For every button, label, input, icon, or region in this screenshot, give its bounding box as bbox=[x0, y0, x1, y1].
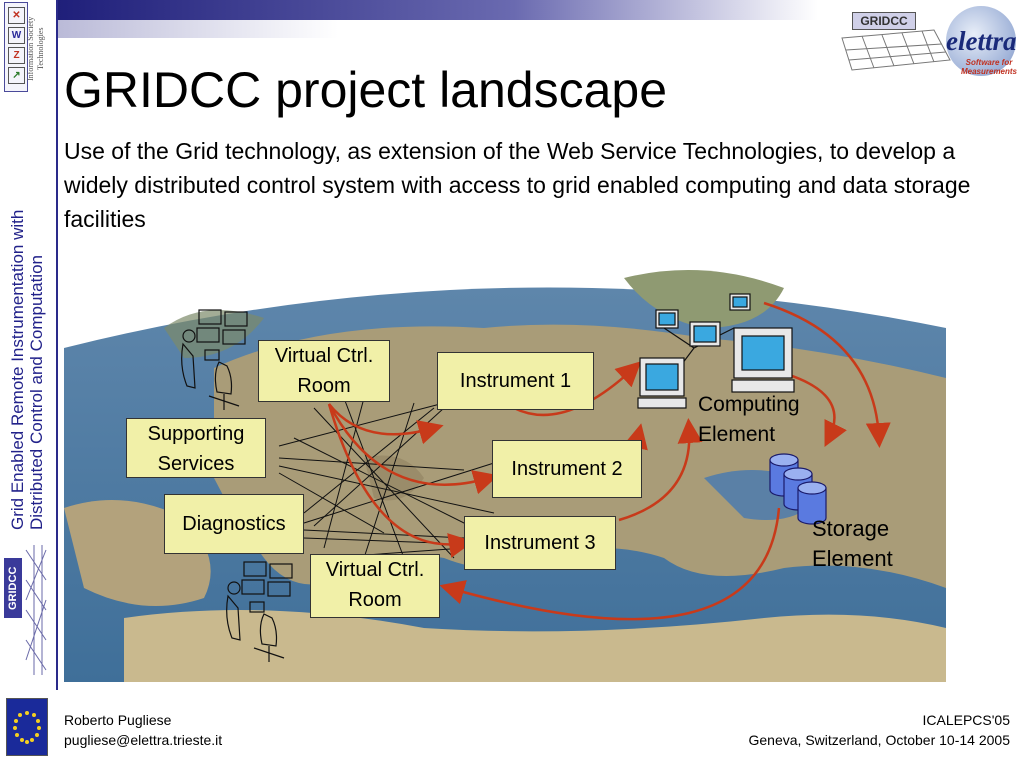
europe-map-diagram: Virtual Ctrl. Room Instrument 1 Supporti… bbox=[64, 258, 946, 682]
ist-logo-icon-1: ✕ bbox=[8, 7, 25, 24]
gridcc-logo-text: GRIDCC bbox=[852, 12, 916, 30]
operator-figure-icon-bottom bbox=[226, 561, 293, 662]
gridcc-logo: GRIDCC bbox=[838, 8, 956, 72]
elettra-globe-icon bbox=[946, 6, 1016, 76]
instrument-2-box: Instrument 2 bbox=[492, 440, 642, 498]
elettra-logo: elettra Software for Measurements bbox=[940, 2, 1024, 86]
virtual-ctrl-room-top-box: Virtual Ctrl. Room bbox=[258, 340, 390, 402]
conference-name: ICALEPCS'05 bbox=[922, 712, 1011, 728]
author-name: Roberto Pugliese bbox=[64, 712, 172, 728]
vertical-project-title: Grid Enabled Remote Instrumentation with… bbox=[8, 135, 48, 530]
instrument-3-box: Instrument 3 bbox=[464, 516, 616, 570]
page-title: GRIDCC project landscape bbox=[64, 62, 668, 118]
vertical-title-line-2: Distributed Control and Computation bbox=[27, 255, 46, 530]
footer: Roberto Pugliese pugliese@elettra.triest… bbox=[0, 690, 1024, 768]
ist-logo: ✕ W Z ↗ bbox=[4, 2, 28, 92]
header-bar bbox=[58, 0, 818, 20]
storage-element-label: Storage Element bbox=[812, 516, 893, 571]
instrument-1-box: Instrument 1 bbox=[437, 352, 594, 410]
sidebar-grid-mesh-icon bbox=[25, 545, 47, 675]
supporting-services-box: Supporting Services bbox=[126, 418, 266, 478]
elettra-tagline: Software for Measurements bbox=[960, 58, 1018, 76]
virtual-ctrl-room-bottom-box: Virtual Ctrl. Room bbox=[310, 554, 440, 618]
computing-element-icon bbox=[637, 293, 795, 409]
footer-author-block: Roberto Pugliese pugliese@elettra.triest… bbox=[64, 710, 222, 750]
eu-flag-icon bbox=[6, 698, 48, 756]
storage-element-icon bbox=[769, 453, 827, 525]
eu-stars-icon bbox=[13, 711, 41, 744]
diagnostics-box: Diagnostics bbox=[164, 494, 304, 554]
ist-label: Information Society Technologies bbox=[26, 16, 45, 82]
sidebar-divider bbox=[56, 0, 58, 690]
page-subtitle: Use of the Grid technology, as extension… bbox=[64, 138, 971, 232]
vertical-title-line-1: Grid Enabled Remote Instrumentation with bbox=[8, 209, 27, 530]
footer-conference-block: ICALEPCS'05 Geneva, Switzerland, October… bbox=[749, 710, 1011, 750]
operator-figure-icon-top bbox=[181, 309, 248, 410]
elettra-wordmark: elettra bbox=[946, 26, 1017, 56]
ist-logo-icon-2: W bbox=[8, 27, 25, 44]
sidebar: ✕ W Z ↗ Information Society Technologies… bbox=[0, 0, 58, 768]
sidebar-gridcc-logo: GRIDCC bbox=[4, 540, 48, 680]
author-email: pugliese@elettra.trieste.it bbox=[64, 732, 223, 748]
ist-logo-icon-3: Z bbox=[8, 47, 25, 64]
header-bar-shadow bbox=[58, 20, 338, 38]
gridcc-grid-icon bbox=[841, 29, 951, 71]
conference-location-date: Geneva, Switzerland, October 10-14 2005 bbox=[748, 732, 1011, 748]
computing-element-label: Computing Element bbox=[698, 393, 800, 446]
ist-logo-icon-4: ↗ bbox=[8, 67, 25, 84]
